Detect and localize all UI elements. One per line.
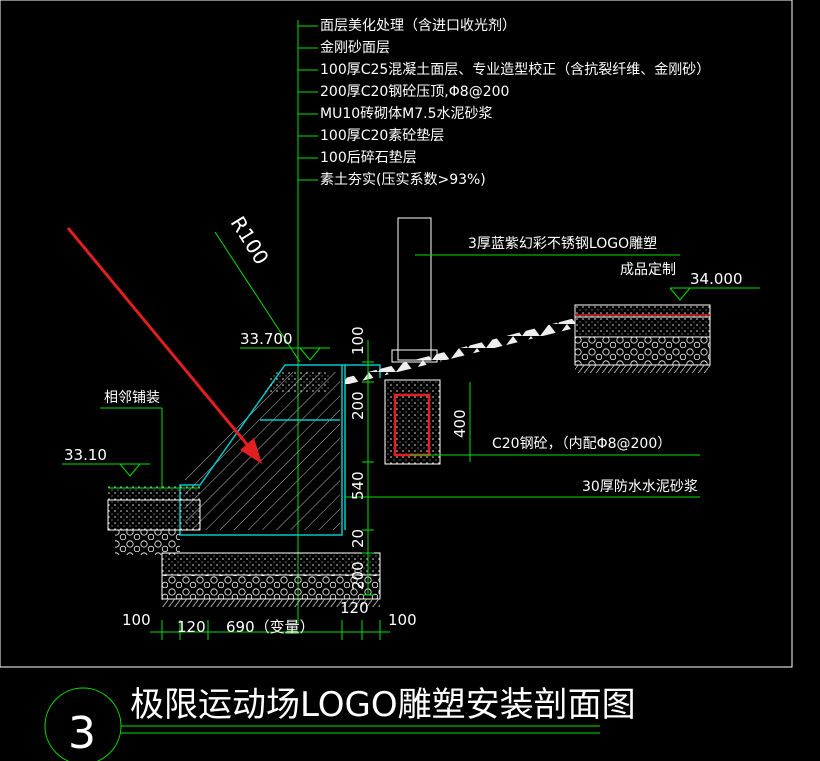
- elevation-left-top: 33.700: [240, 330, 330, 361]
- layer-label: 100厚C25混凝土面层、专业造型校正（含抗裂纤维、金刚砂）: [320, 61, 710, 78]
- svg-text:相邻铺装: 相邻铺装: [104, 390, 160, 406]
- dim-label: 690（变量）: [226, 618, 315, 636]
- wall-body: [185, 372, 340, 530]
- footing-gravel: [161, 574, 381, 600]
- adjacent-paving: [108, 486, 200, 500]
- dim-label: 20: [349, 529, 367, 548]
- layer-label: 素土夯实(压实系数>93%): [320, 172, 486, 188]
- elevation-right: 34.000: [669, 270, 760, 301]
- vertical-dimensions: 100 200 400 540 20 200: [349, 326, 471, 596]
- svg-text:成品定制: 成品定制: [620, 262, 676, 278]
- svg-text:C20钢砼，（内配Φ8@200）: C20钢砼，（内配Φ8@200）: [492, 436, 671, 452]
- sculpture-base: [384, 379, 441, 465]
- elevation-label: 33.10: [64, 446, 107, 464]
- layer-label: 面层美化处理（含进口收光剂）: [320, 18, 516, 34]
- logo-sculpture: [397, 217, 432, 361]
- footing-slab: [161, 552, 381, 576]
- elevation-label: 33.700: [240, 330, 293, 348]
- paving-base: [107, 499, 201, 531]
- layer-labels: 面层美化处理（含进口收光剂） 金刚砂面层 100厚C25混凝土面层、专业造型校正…: [320, 18, 710, 188]
- annotation-arrow: [66, 227, 262, 464]
- dim-label: 100: [388, 611, 417, 629]
- coping-band: [265, 372, 330, 392]
- svg-text:30厚防水水泥砂浆: 30厚防水水泥砂浆: [582, 479, 698, 495]
- layer-label: 金刚砂面层: [320, 40, 390, 56]
- callout-rebar: C20钢砼，（内配Φ8@200）: [410, 436, 700, 456]
- right-paving-slab: [574, 316, 711, 338]
- callout-mortar: 30厚防水水泥砂浆: [345, 479, 700, 498]
- right-paving-soil: [575, 365, 710, 373]
- layer-label: 100后碎石垫层: [320, 150, 417, 166]
- dim-label: 200: [349, 561, 367, 590]
- slope-surface: [345, 318, 575, 385]
- elevation-label: 34.000: [690, 270, 743, 288]
- radius-leader: [214, 231, 301, 363]
- right-paving-gravel: [574, 336, 711, 366]
- dim-label: 120: [177, 618, 206, 636]
- layer-label: 100厚C20素砼垫层: [320, 128, 444, 144]
- dim-label: 400: [451, 409, 469, 438]
- dim-label: 200: [349, 391, 367, 420]
- dim-label: 120: [340, 599, 369, 617]
- dim-label: 100: [349, 326, 367, 355]
- layer-label: 200厚C20钢砼压顶,Φ8@200: [320, 84, 509, 100]
- gravel-left: [115, 530, 180, 555]
- compacted-soil: [162, 599, 380, 607]
- bottom-dimensions: 100 120 690（变量） 120 100: [122, 599, 417, 640]
- dim-label: 540: [349, 471, 367, 500]
- layer-label: MU10砖砌体M7.5水泥砂浆: [320, 106, 492, 122]
- elevation-left-low: 33.10: [62, 446, 150, 477]
- callout-adjacent: 相邻铺装: [100, 390, 163, 488]
- leader-ticks: [298, 25, 318, 181]
- callout-logo: 3厚蓝紫幻彩不锈钢LOGO雕塑 成品定制: [415, 236, 680, 278]
- drawing-title: 极限运动场LOGO雕塑安装剖面图: [130, 685, 636, 725]
- drawing-frame: [0, 0, 793, 668]
- section-number: 3: [68, 708, 96, 759]
- dim-label: 100: [122, 611, 151, 629]
- svg-text:3厚蓝紫幻彩不锈钢LOGO雕塑: 3厚蓝紫幻彩不锈钢LOGO雕塑: [468, 236, 657, 252]
